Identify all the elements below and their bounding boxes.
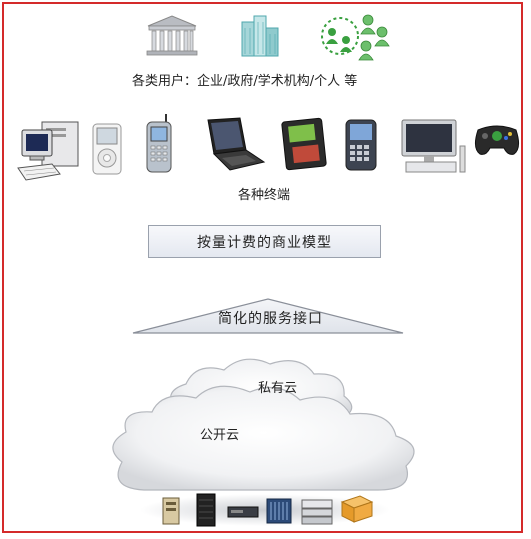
rack-unit-icon xyxy=(227,506,259,518)
storage-array-icon xyxy=(301,499,333,525)
service-interface-label: 简化的服务接口 xyxy=(218,311,323,327)
public-cloud-label: 公开云 xyxy=(200,428,240,443)
cloud-shape xyxy=(112,358,415,491)
tower-server-icon xyxy=(162,497,180,525)
smartphone-icon xyxy=(345,119,377,171)
private-cloud-label: 私有云 xyxy=(258,381,298,396)
office-tower-icon xyxy=(241,15,279,57)
mobile-phone-icon xyxy=(146,114,172,173)
terminals-caption: 各种终端 xyxy=(238,188,291,203)
game-controller-icon xyxy=(474,125,520,155)
business-model-label: 按量计费的商业模型 xyxy=(197,234,332,251)
flat-tv-icon xyxy=(401,119,466,173)
government-building-icon xyxy=(146,15,198,56)
business-model-box: 按量计费的商业模型 xyxy=(148,225,381,258)
network-appliance-icon xyxy=(340,495,374,523)
media-player-icon xyxy=(92,123,122,175)
desktop-computer-icon xyxy=(17,121,79,181)
people-group-icon xyxy=(321,14,390,61)
service-interface-triangle xyxy=(132,298,404,334)
blade-server-icon xyxy=(266,498,292,524)
laptop-icon xyxy=(207,117,266,171)
rack-server-icon xyxy=(196,493,216,527)
users-caption: 各类用户：企业/政府/学术机构/个人 等 xyxy=(132,74,358,89)
handheld-game-console-icon xyxy=(281,117,327,171)
